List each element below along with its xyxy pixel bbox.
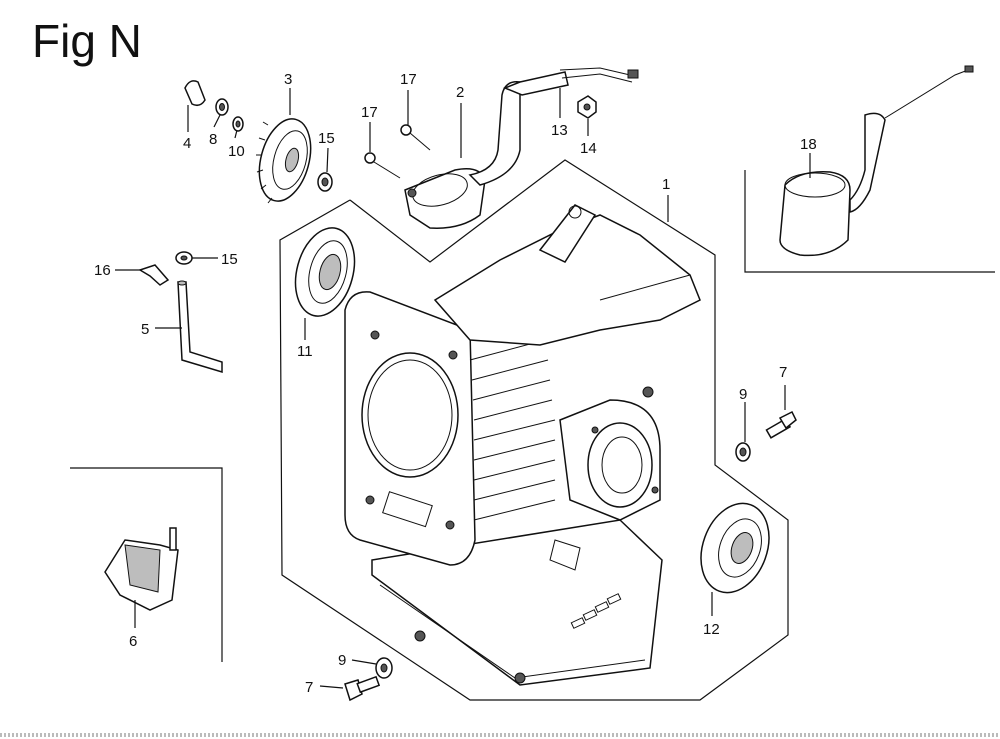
callout-18: 18	[800, 136, 817, 153]
crankcase-group-frame	[279, 159, 789, 701]
bolt-17-lower	[364, 152, 401, 179]
callout-7-right: 7	[779, 364, 787, 381]
callout-11: 11	[297, 343, 313, 360]
washer-9-right	[735, 442, 751, 462]
oil-seal-12	[700, 502, 770, 594]
callout-9-right: 9	[739, 386, 747, 403]
washer-9-bottom	[375, 657, 393, 679]
callout-3: 3	[284, 71, 292, 88]
callout-14: 14	[580, 140, 597, 157]
washer-10	[232, 116, 244, 132]
washer-15-lower	[175, 251, 193, 265]
callout-1: 1	[662, 176, 670, 193]
oil-alert-unit-18	[779, 65, 974, 257]
bottom-border	[0, 733, 1000, 737]
callout-4: 4	[183, 135, 191, 152]
callout-10: 10	[228, 143, 245, 160]
inset-frame-right	[744, 170, 995, 273]
breather-assembly-2	[404, 67, 639, 229]
washer-8	[215, 98, 229, 116]
leader-lines	[115, 88, 811, 689]
callout-16: 16	[94, 262, 111, 279]
washer-15-upper	[317, 172, 333, 192]
governor-gear-3	[256, 118, 312, 204]
engine-mount-6	[104, 527, 179, 611]
callout-9-bottom: 9	[338, 652, 346, 669]
figure-title: Fig N	[32, 15, 142, 67]
nut-14	[577, 95, 597, 119]
governor-rod-5	[177, 280, 223, 374]
callout-8: 8	[209, 131, 217, 148]
callout-labels: 1 2 3 4 5 6 7 7 8 9 9 10 11 12 13 14 15 …	[94, 71, 817, 696]
callout-7-bottom: 7	[305, 679, 313, 696]
clip-16	[138, 264, 170, 286]
callout-17-lower: 17	[361, 104, 378, 121]
callout-12: 12	[703, 621, 720, 638]
bolt-17-upper	[400, 124, 431, 151]
callout-15-upper: 15	[318, 130, 335, 147]
callout-5: 5	[141, 321, 149, 338]
bolt-7-bottom	[344, 675, 381, 702]
small-pin-4	[184, 80, 206, 107]
crankcase-part	[344, 204, 701, 686]
bolt-7-right	[765, 410, 797, 439]
callout-13: 13	[551, 122, 568, 139]
inset-frame-left	[70, 467, 223, 662]
callout-15-lower: 15	[221, 251, 238, 268]
oil-seal-11	[294, 227, 356, 317]
callout-2: 2	[456, 84, 464, 101]
callout-17-upper: 17	[400, 71, 417, 88]
callout-6: 6	[129, 633, 137, 650]
